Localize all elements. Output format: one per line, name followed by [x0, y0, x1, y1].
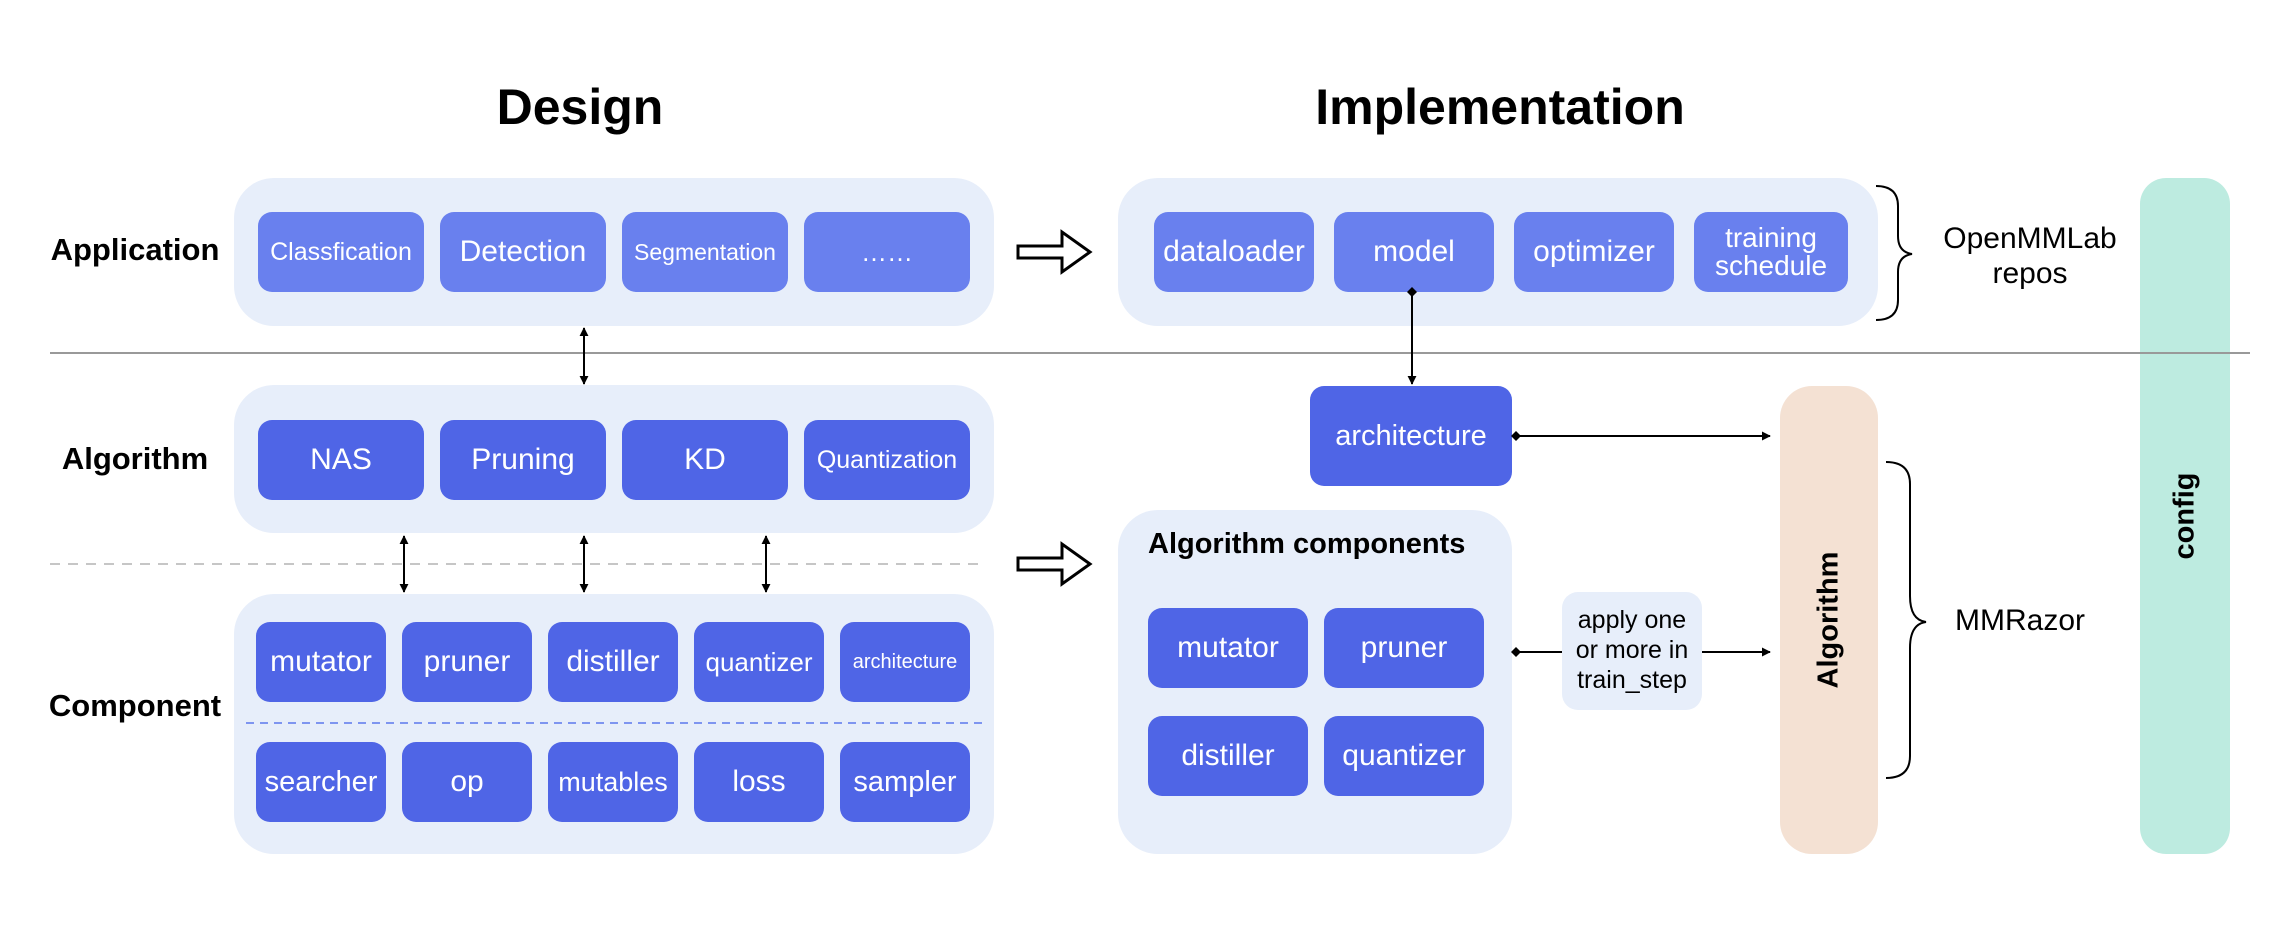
- component-box: pruner: [402, 622, 532, 702]
- row-label-algorithm: Algorithm: [61, 441, 209, 476]
- application-box: ……: [804, 212, 970, 292]
- application-box: Classfication: [258, 212, 424, 292]
- algorithm-box: NAS: [258, 420, 424, 500]
- application-box: Detection: [440, 212, 606, 292]
- algorithm-components-title: Algorithm components: [1148, 528, 1466, 560]
- algorithm-component-box: distiller: [1148, 716, 1308, 796]
- implementation-header: Implementation: [1315, 79, 1685, 135]
- component-box: sampler: [840, 742, 970, 822]
- repo-part-box: model: [1334, 212, 1494, 292]
- row-label-application: Application: [50, 232, 220, 267]
- design-header: Design: [496, 79, 664, 135]
- config-bar: config: [2140, 178, 2230, 854]
- algorithm-box: Pruning: [440, 420, 606, 500]
- algorithm-component-box: pruner: [1324, 608, 1484, 688]
- repo-part-box: optimizer: [1514, 212, 1674, 292]
- repo-part-box: dataloader: [1154, 212, 1314, 292]
- architecture-box: architecture: [1310, 386, 1512, 486]
- hollow-arrow-bottom: [1016, 541, 1093, 587]
- apply-note-text: apply one or more in train_step: [1575, 606, 1689, 694]
- openmmlab-repos-label: OpenMMLab repos: [1943, 222, 2117, 290]
- apply-note-panel: [1562, 592, 1702, 710]
- brace-mmrazor: [1885, 461, 1927, 779]
- algorithm-box: KD: [622, 420, 788, 500]
- hollow-arrow-top: [1016, 229, 1093, 275]
- component-box: searcher: [256, 742, 386, 822]
- algorithm-bar: Algorithm: [1780, 386, 1878, 854]
- algorithm-component-box: quantizer: [1324, 716, 1484, 796]
- brace-openmmlab: [1875, 185, 1913, 321]
- component-box: op: [402, 742, 532, 822]
- component-box: loss: [694, 742, 824, 822]
- component-box: distiller: [548, 622, 678, 702]
- component-box: mutator: [256, 622, 386, 702]
- algorithm-component-box: mutator: [1148, 608, 1308, 688]
- component-box: architecture: [840, 622, 970, 702]
- component-box: quantizer: [694, 622, 824, 702]
- application-box: Segmentation: [622, 212, 788, 292]
- component-box: mutables: [548, 742, 678, 822]
- algorithm-box: Quantization: [804, 420, 970, 500]
- repo-part-box: training schedule: [1694, 212, 1848, 292]
- mmrazor-label: MMRazor: [1954, 604, 2085, 637]
- row-label-component: Component: [48, 688, 222, 723]
